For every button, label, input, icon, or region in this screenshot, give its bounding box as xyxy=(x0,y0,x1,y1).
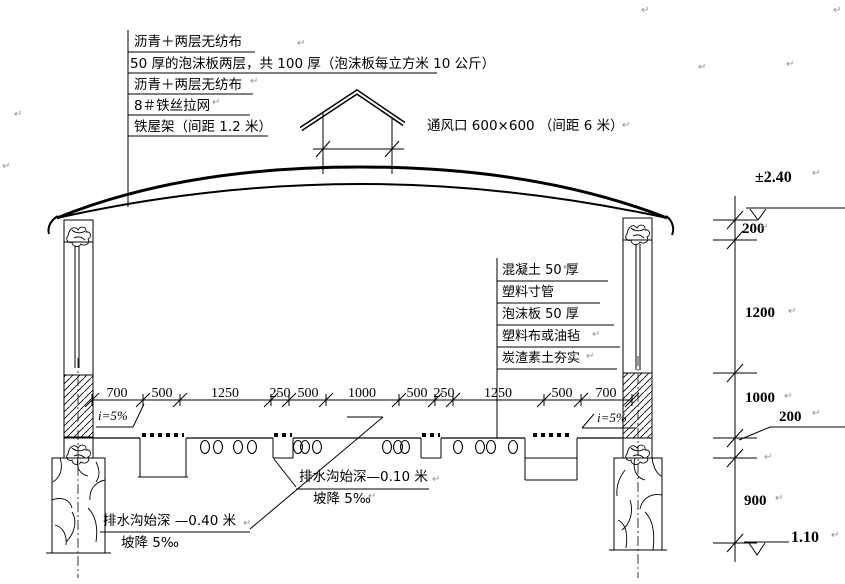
dim-bottom-1: 700 xyxy=(106,386,128,401)
left-foundation xyxy=(46,457,111,554)
floor-note-3: 泡沫板 50 厚 xyxy=(502,307,579,322)
dim-right-5: 900 xyxy=(744,493,767,509)
elevation-top-label: ±2.40 xyxy=(755,169,792,186)
right-foundation xyxy=(609,457,667,551)
floor-note-2: 塑料寸管 xyxy=(502,285,555,300)
roof-note-1: 沥青＋两层无纺布 xyxy=(134,34,242,50)
drain-leaders xyxy=(100,416,429,533)
roof-note-3: 沥青＋两层无纺布 xyxy=(134,77,242,93)
slope-symbols xyxy=(96,403,635,429)
dim-bottom-9: 1250 xyxy=(484,386,512,401)
dim-bottom-8: 250 xyxy=(433,386,455,401)
dimension-ticks xyxy=(84,392,640,408)
pipe-circles xyxy=(199,439,519,455)
slope-label-right: i=5% xyxy=(597,410,627,425)
dim-bottom-6: 1000 xyxy=(348,386,376,401)
roof-note-2: 50 厚的泡沫板两层，共 100 厚（泡沫板每立方米 10 公斤） xyxy=(130,56,496,72)
roof-note-4: 8＃铁丝拉网 xyxy=(134,98,211,114)
level-symbol-bottom xyxy=(748,542,766,556)
roof-notes-leader xyxy=(127,30,437,207)
dim-bottom-11: 700 xyxy=(595,386,617,401)
drain-channels xyxy=(138,438,578,481)
floor-note-1: 混凝土 50 厚 xyxy=(502,263,579,278)
leader-200 xyxy=(738,426,845,441)
left-column xyxy=(63,219,94,578)
drain-left-slope: 坡降 5‰ xyxy=(121,535,179,551)
elevation-bottom-label: 1.10 xyxy=(791,529,819,546)
floor-notes-leader xyxy=(496,258,620,438)
dim-right-4: 200 xyxy=(779,409,802,425)
dim-right-2: 1200 xyxy=(745,305,775,321)
drain-left-depth: 排水沟始深 —0.40 米 xyxy=(103,513,237,529)
elevation-line-right xyxy=(713,196,845,562)
dimension-line-bottom xyxy=(84,392,640,408)
dim-bottom-2: 500 xyxy=(151,386,173,401)
dim-bottom-3: 1250 xyxy=(211,386,239,401)
drain-mid-depth: 排水沟始深—0.10 米 xyxy=(299,469,428,485)
floor-note-5: 炭渣素土夯实 xyxy=(502,351,581,366)
level-symbol-top xyxy=(749,208,767,221)
dim-bottom-5: 500 xyxy=(297,386,319,401)
dim-right-1: 200 xyxy=(742,221,765,237)
drain-mid-slope: 坡降 5‰ xyxy=(313,491,371,507)
roof-arc xyxy=(47,165,675,236)
floor-note-4: 塑料布或油毡 xyxy=(502,329,581,344)
dim-bottom-7: 500 xyxy=(406,386,428,401)
roof-note-5: 铁屋架（间距 1.2 米） xyxy=(134,119,273,135)
dim-bottom-10: 500 xyxy=(551,386,573,401)
vent xyxy=(299,88,406,174)
dim-right-3: 1000 xyxy=(745,390,775,406)
dim-bottom-4: 250 xyxy=(269,386,291,401)
slope-label-left: i=5% xyxy=(98,408,128,423)
vent-note: 通风口 600×600 （间距 6 米） xyxy=(427,118,624,134)
right-column xyxy=(622,217,653,578)
